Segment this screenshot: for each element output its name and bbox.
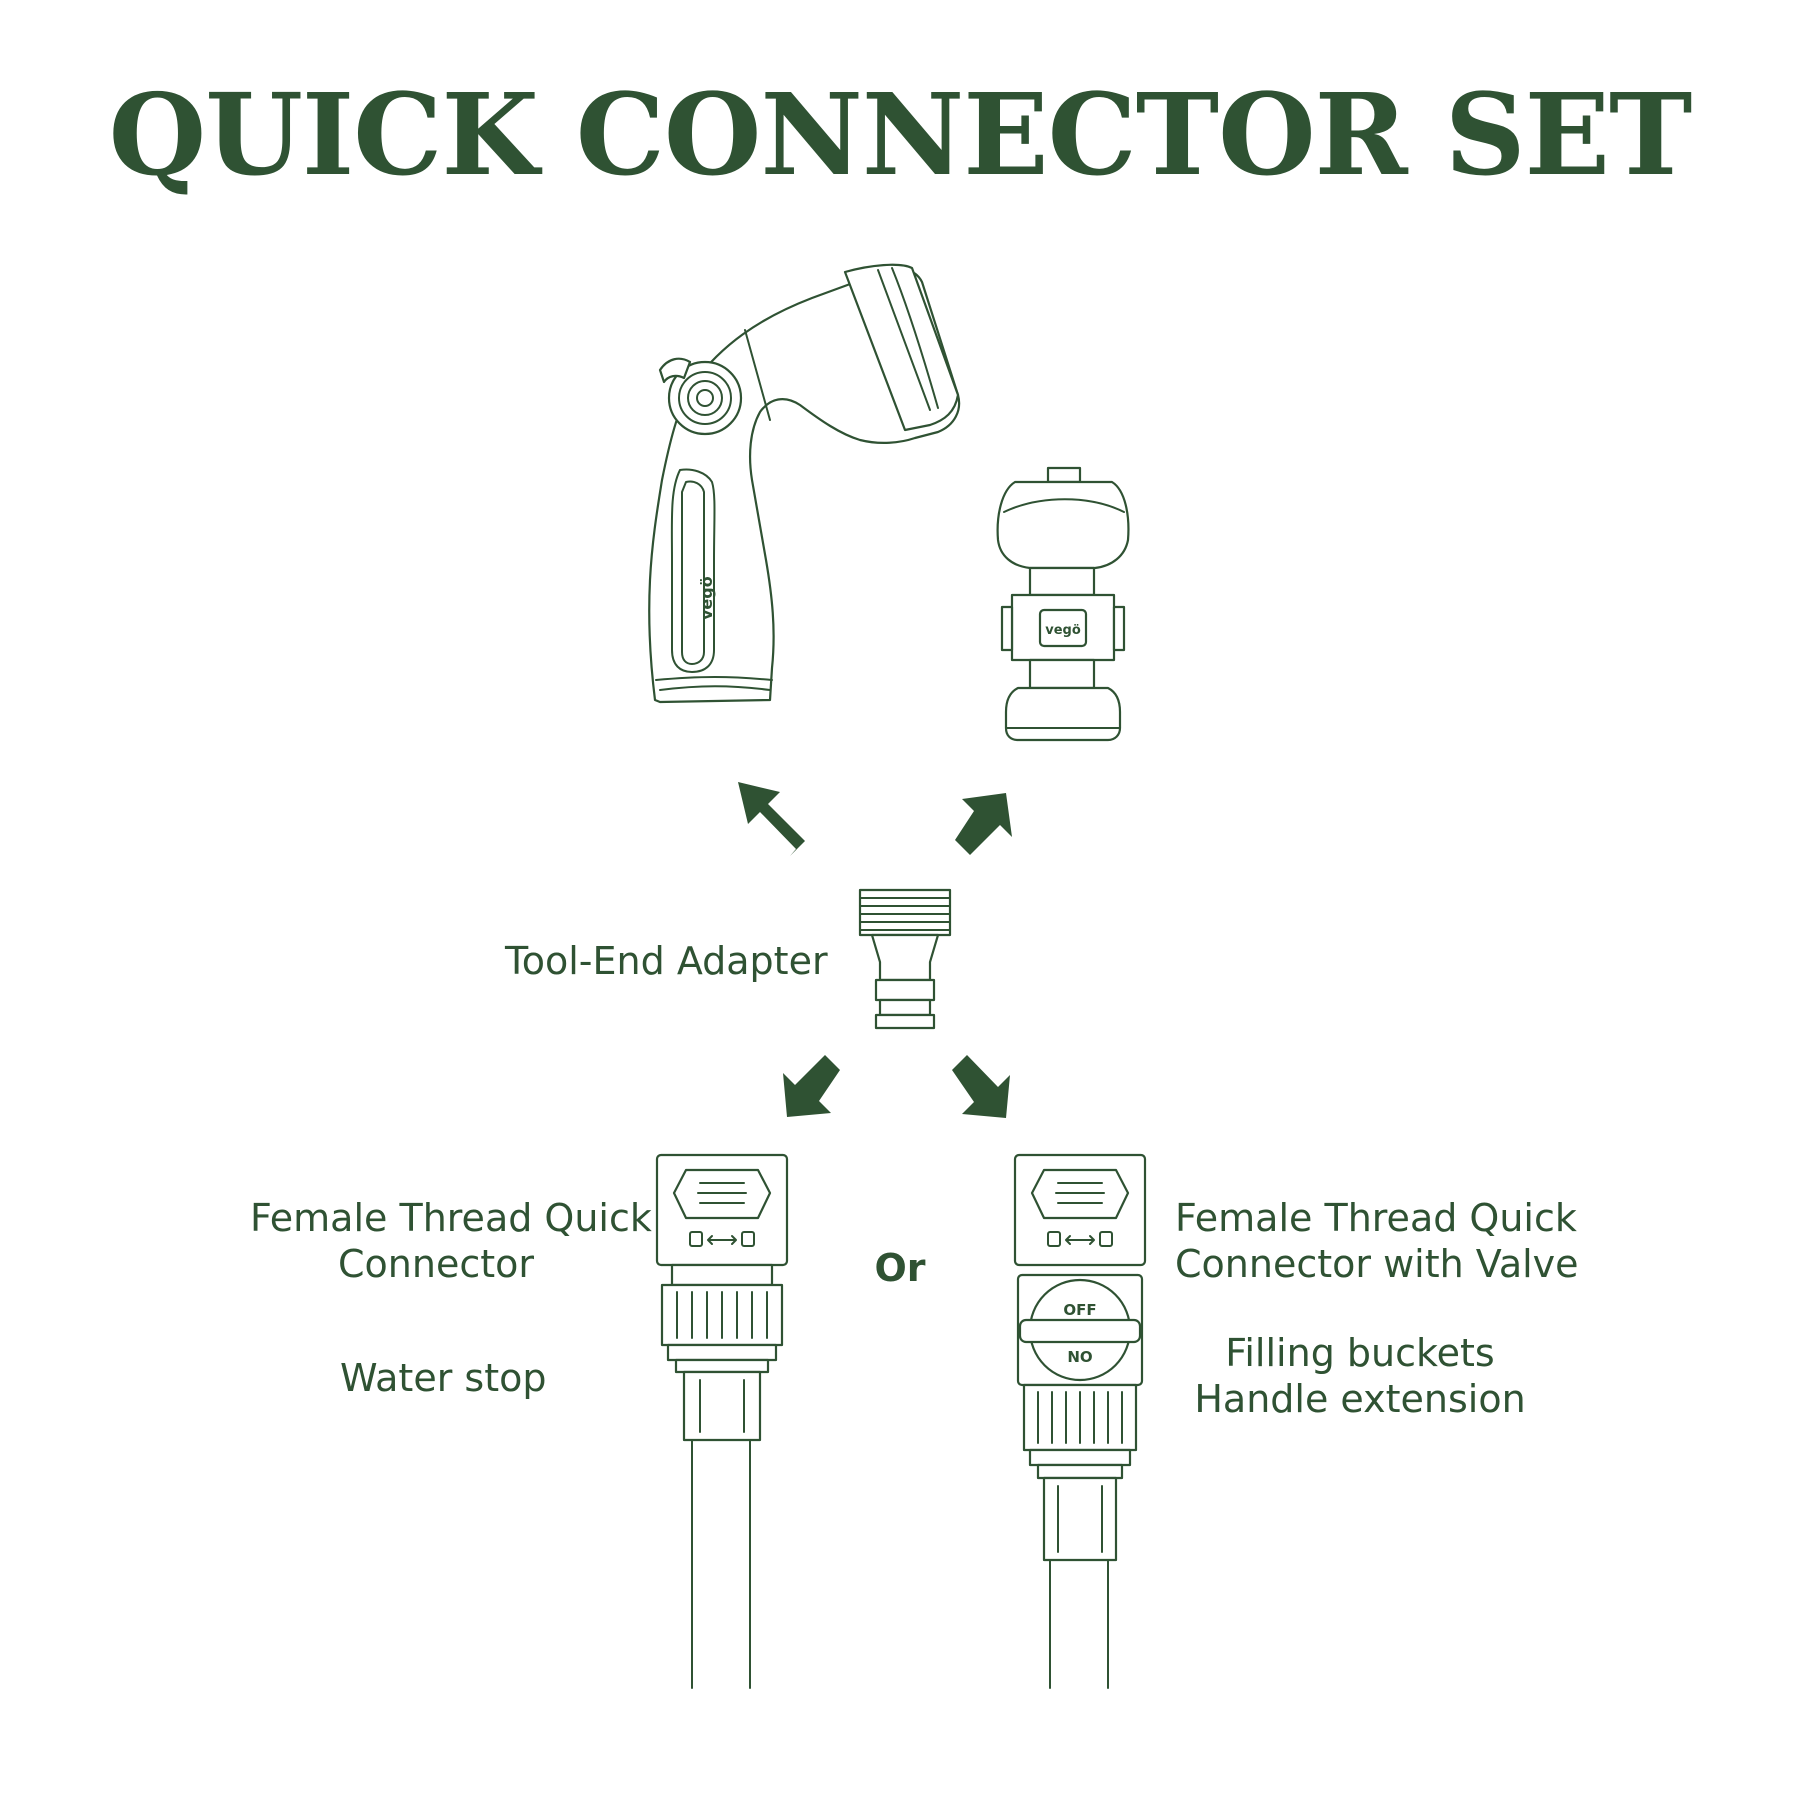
arrow-down-left-icon (783, 1055, 840, 1117)
valve-on-mark: NO (1067, 1348, 1092, 1366)
tool-end-adapter-label: Tool-End Adapter (505, 939, 828, 983)
female-connector-label-line-2: Connector (338, 1242, 534, 1286)
female-connector-valve-label: Female Thread Quick Connector with Valve (1175, 1195, 1579, 1287)
valve-use-filling-buckets: Filling buckets (1225, 1331, 1495, 1375)
spray-nozzle-icon: vegö (648, 263, 961, 704)
female-connector-valve-icon: OFF NO (1013, 1153, 1147, 1689)
female-connector-valve-label-line-1: Female Thread Quick (1175, 1196, 1577, 1240)
tool-end-adapter-icon (858, 888, 952, 1030)
female-connector-icon (655, 1153, 789, 1689)
or-label: Or (874, 1246, 926, 1290)
nozzle-brand-mark: vegö (697, 576, 716, 620)
arrow-up-left-icon (738, 782, 805, 856)
arrow-down-right-icon (952, 1055, 1010, 1118)
page-title: QUICK CONNECTOR SET (108, 70, 1693, 201)
water-stop-label: Water stop (340, 1356, 547, 1400)
hose-coupler-icon: vegö (996, 466, 1130, 742)
female-connector-label-line-1: Female Thread Quick (250, 1196, 652, 1240)
valve-use-handle-extension: Handle extension (1194, 1377, 1526, 1421)
female-connector-valve-label-line-2: Connector with Valve (1175, 1242, 1579, 1286)
coupler-brand-mark: vegö (1045, 623, 1081, 638)
arrow-up-right-icon (955, 793, 1012, 855)
valve-uses-label: Filling buckets Handle extension (1180, 1330, 1540, 1422)
valve-off-mark: OFF (1063, 1301, 1096, 1319)
female-connector-label: Female Thread Quick Connector (250, 1195, 652, 1287)
